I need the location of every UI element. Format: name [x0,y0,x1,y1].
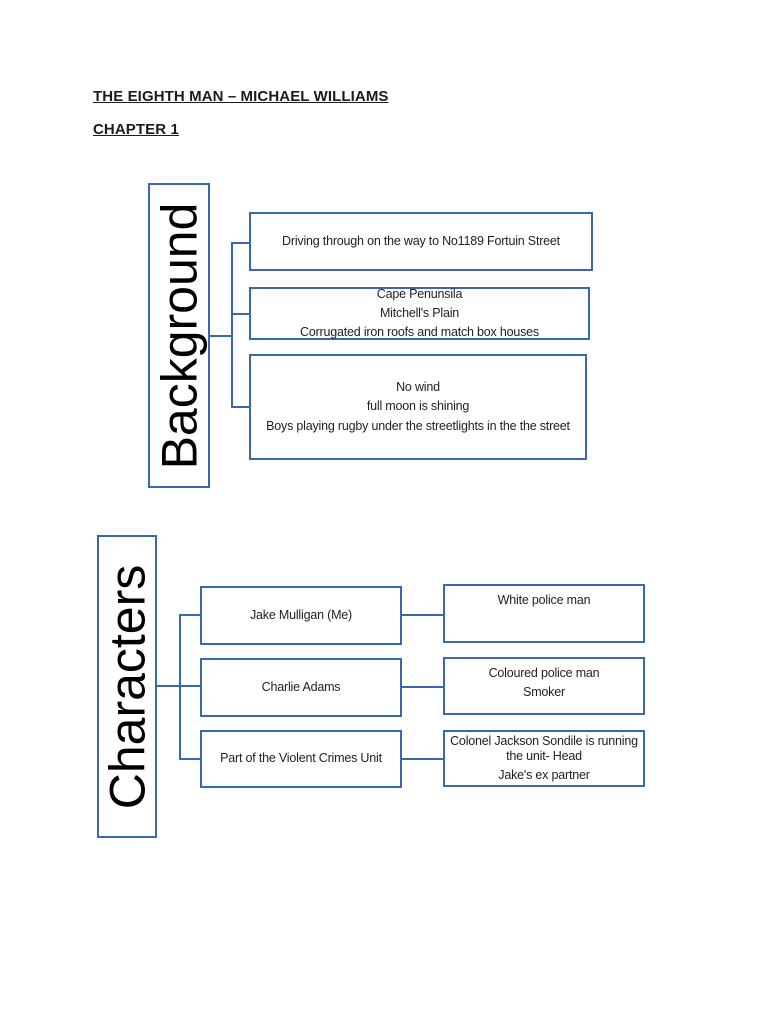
box-text-line: Boys playing rugby under the streetlight… [266,418,570,433]
box-text-line: Mitchell's Plain [379,305,460,320]
box-text-line: Smoker [523,685,565,700]
characters-branch-connector-1 [179,614,200,616]
background-box-driving: Driving through on the way to No1189 For… [249,212,593,271]
background-stem-connector [210,335,233,337]
character-detail-box-jake: White police man [443,584,645,643]
background-branch-connector-2 [231,313,249,315]
characters-stem-connector [157,685,200,687]
characters-row-connector-1 [402,614,443,616]
character-detail-box-charlie: Coloured police man Smoker [443,657,645,715]
box-text-line: Charlie Adams [261,679,341,694]
box-text-line: Coloured police man [488,666,600,680]
box-text-line: Colonel Jackson Sondile is running [450,733,638,748]
background-branch-connector-3 [231,406,249,408]
characters-row-connector-2 [402,686,443,688]
box-text-line: White police man [497,593,591,607]
box-text-line: Jake's ex partner [498,768,590,783]
characters-row-connector-3 [402,758,443,760]
characters-label: Characters [99,564,155,809]
background-label: Background [151,202,208,469]
character-box-charlie-adams: Charlie Adams [200,658,402,717]
box-text-line: full moon is shining [366,399,470,414]
chapter-heading: CHAPTER 1 [93,121,179,138]
characters-trunk-connector [179,614,181,760]
characters-branch-connector-3 [179,758,200,760]
box-text-line: Driving through on the way to No1189 For… [282,233,560,248]
document-title: THE EIGHTH MAN – MICHAEL WILLIAMS [93,88,389,105]
characters-label-box: Characters [97,535,157,838]
box-text-line: Cape Penunsila [376,286,463,301]
character-box-violent-crimes-unit: Part of the Violent Crimes Unit [200,730,402,788]
character-detail-box-unit: Colonel Jackson Sondile is running the u… [443,730,645,787]
box-text-line: No wind [396,380,440,395]
box-text-line: Corrugated iron roofs and match box hous… [300,325,539,340]
box-text-line: the unit- Head [506,748,582,763]
background-trunk-connector [231,242,233,408]
box-text-line: Part of the Violent Crimes Unit [220,751,382,766]
box-text-line: Jake Mulligan (Me) [250,607,352,622]
background-branch-connector-1 [231,242,249,244]
character-box-jake-mulligan: Jake Mulligan (Me) [200,586,402,645]
background-box-scene: No wind full moon is shining Boys playin… [249,354,587,460]
background-box-location: Cape Penunsila Mitchell's Plain Corrugat… [249,287,590,340]
background-label-box: Background [148,183,210,488]
